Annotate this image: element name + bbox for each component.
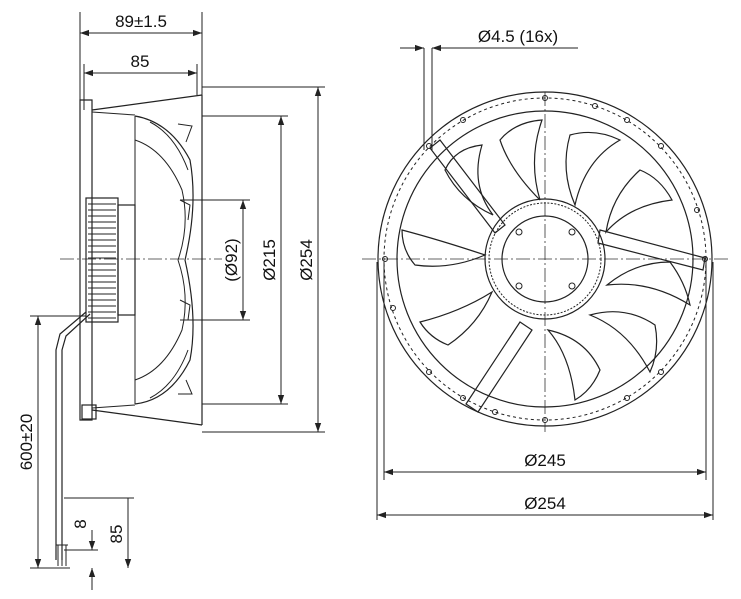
dim-strip-length: 8 [71,519,90,528]
fan-housing-side [79,94,203,426]
front-view: Ø4.5 (16x) Ø245 Ø254 [362,27,728,520]
hub-fins-ring [488,202,602,316]
dim-hub-diameter: (Ø92) [222,238,241,281]
dim-depth: 85 [131,52,150,71]
side-view: 89±1.5 85 (Ø92) Ø215 Ø254 600±20 8 85 [17,12,325,590]
hub-outer [484,198,606,320]
fan-blades-front [401,119,691,401]
dim-hole-circle: Ø245 [524,451,566,470]
mounting-hole-circle [383,97,707,421]
front-view-dimension-lines [377,44,713,519]
dim-overall-depth: 89±1.5 [115,12,167,31]
housing-inner-ring [396,110,694,408]
housing-outer-ring [377,91,713,427]
impeller-blades-side [134,115,194,405]
side-view-dimension-lines [34,29,322,590]
front-view-extension-lines [376,48,714,520]
dim-rotor-diameter: Ø215 [260,239,279,281]
dim-mounting-holes: Ø4.5 (16x) [478,27,558,46]
hub-screws [515,228,576,290]
connection-cable [55,311,91,566]
dim-cable-length: 600±20 [17,414,36,471]
dim-lead-length: 85 [107,525,126,544]
dim-housing-diameter: Ø254 [524,494,566,513]
hub-inner [501,215,589,303]
dim-housing-diameter-side: Ø254 [297,239,316,281]
motor-struts [429,139,706,413]
motor-side [85,197,136,323]
